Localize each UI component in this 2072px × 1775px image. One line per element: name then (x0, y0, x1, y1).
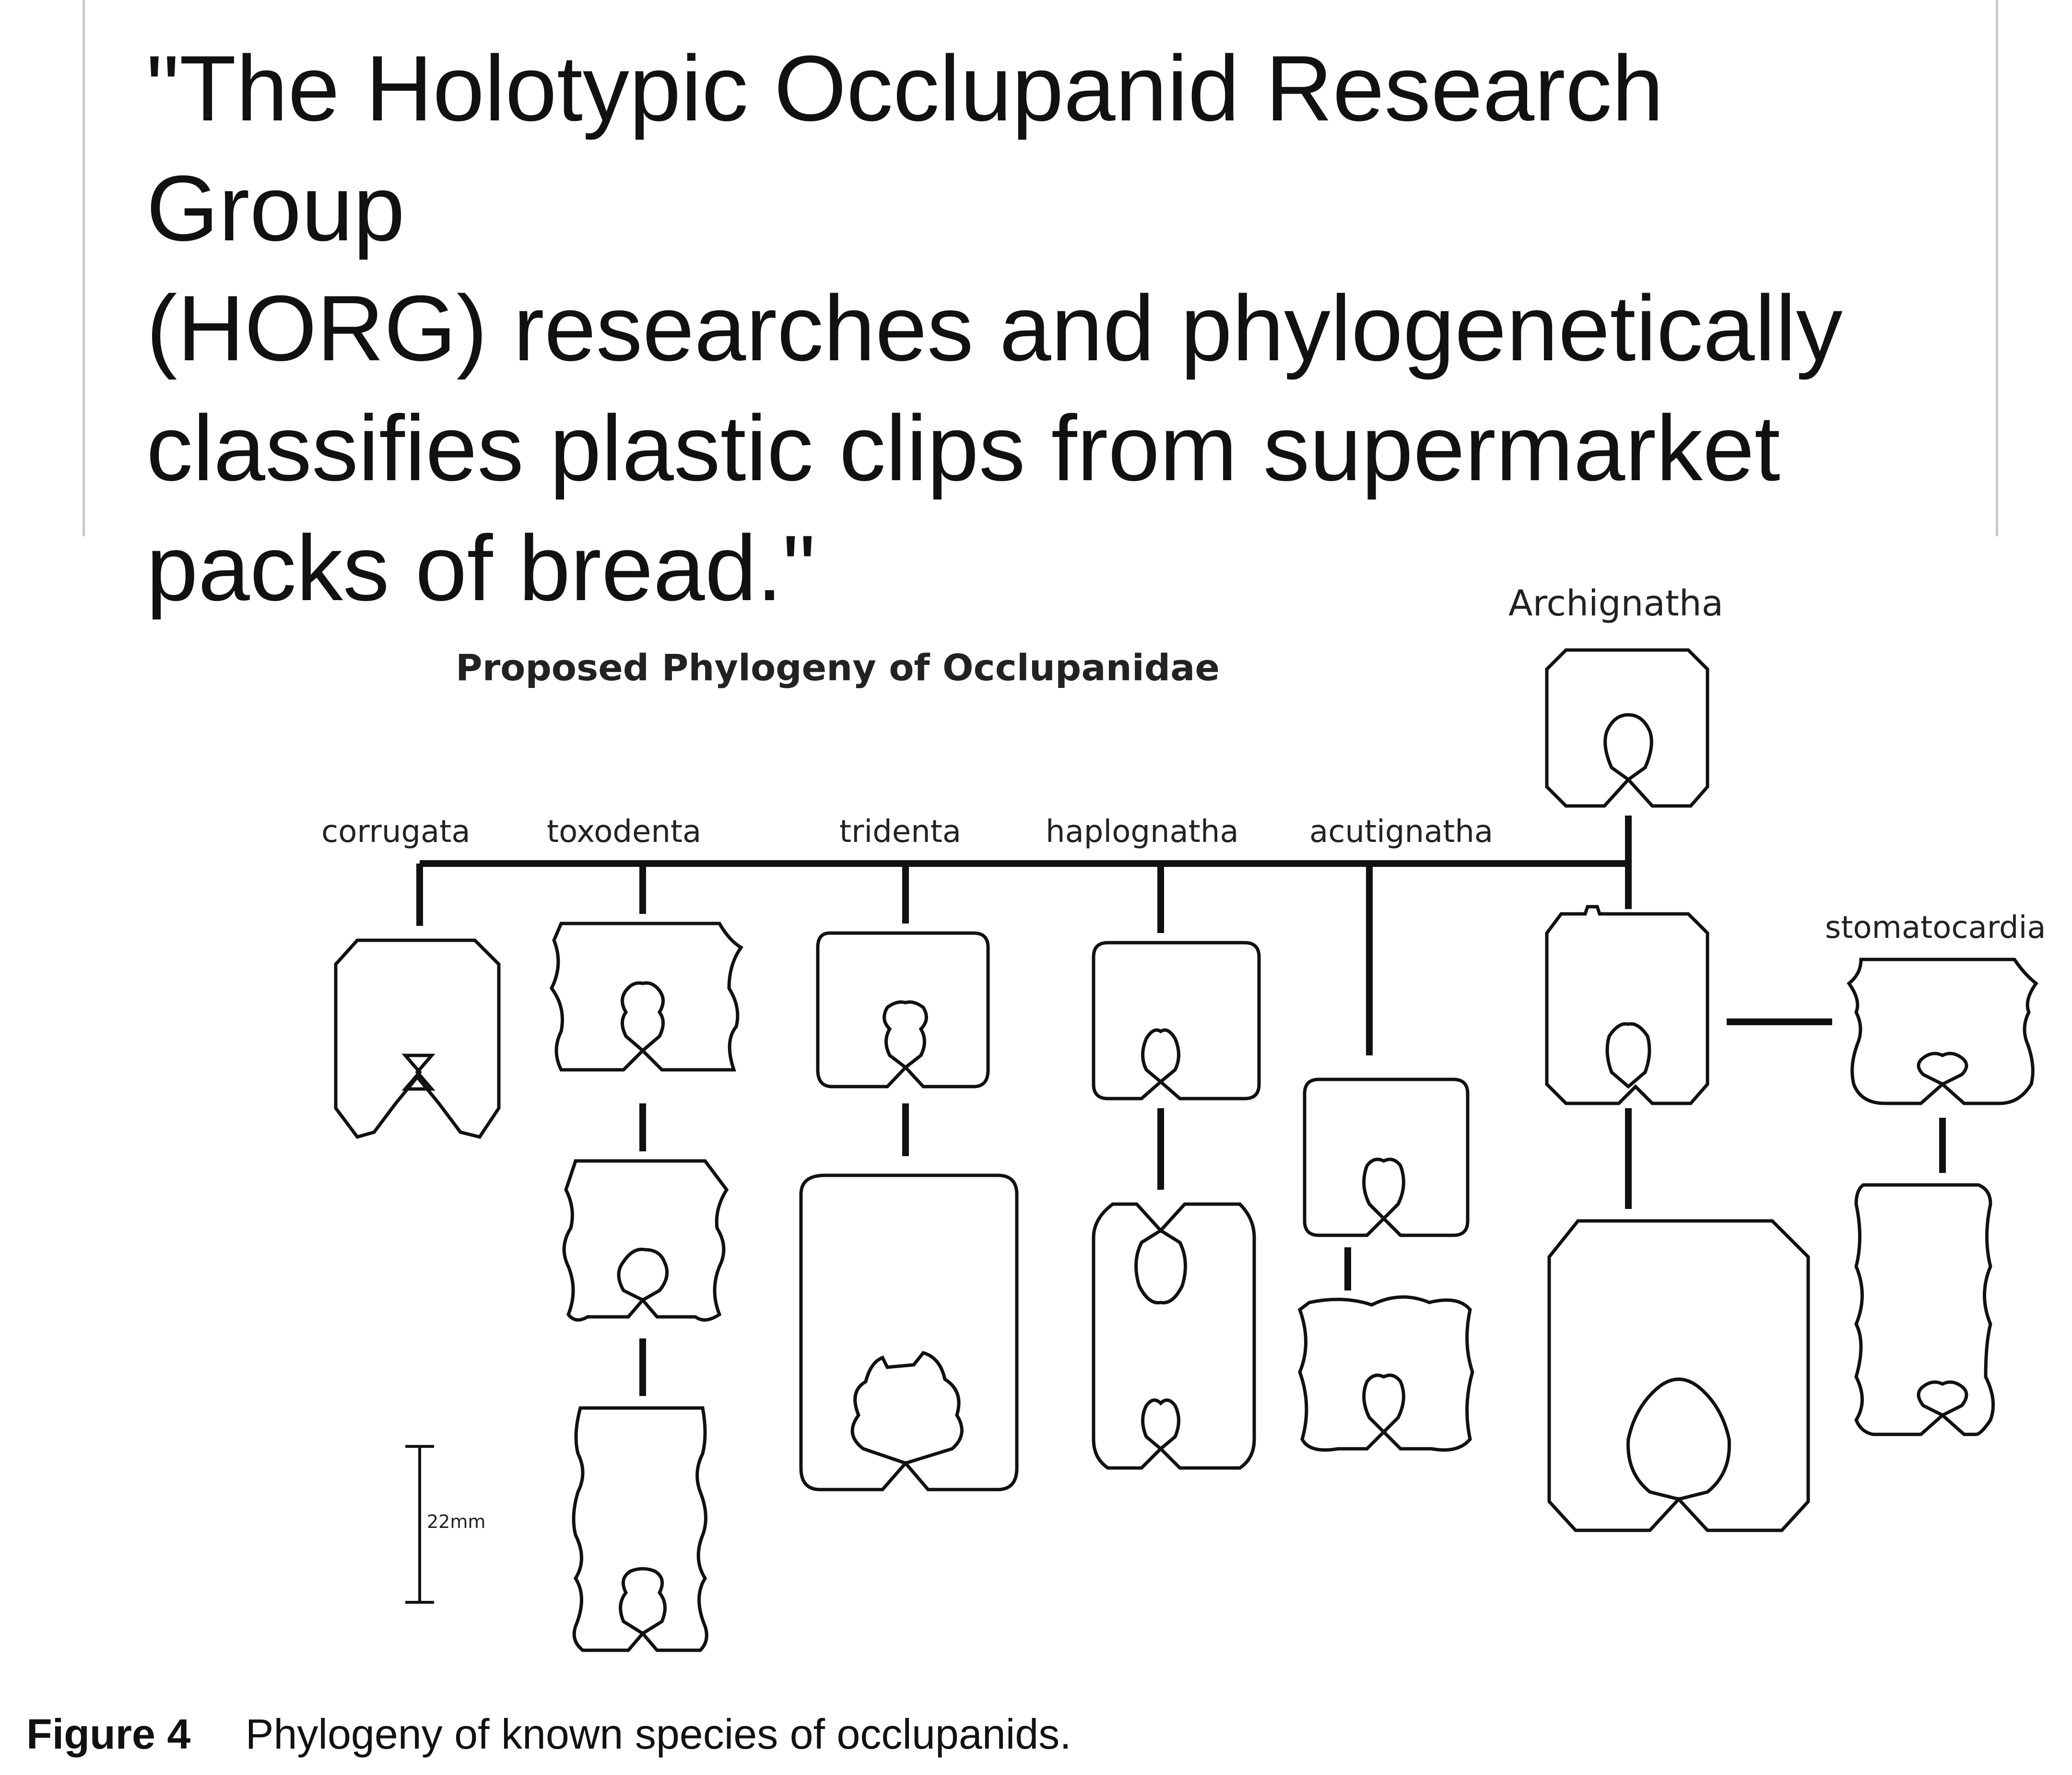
taxon-label-toxodenta: toxodenta (547, 814, 701, 850)
quote-box (82, 0, 1998, 536)
clip-tridenta-1 (816, 931, 990, 1089)
scale-bar-label: 22mm (427, 1511, 485, 1532)
taxon-label-tridenta: tridenta (839, 814, 961, 850)
scale-bar (405, 1445, 434, 1604)
taxon-label-acutignatha: acutignatha (1309, 814, 1493, 850)
figure-title: Proposed Phylogeny of Occlupanidae (456, 646, 1220, 689)
clip-archignatha-2 (1545, 905, 1709, 1105)
clip-stomatocardia-1 (1847, 958, 2038, 1105)
clip-archignatha (1545, 648, 1709, 808)
clip-archignatha-3 (1547, 1219, 1810, 1532)
clip-toxodenta-1 (549, 922, 744, 1072)
taxon-label-corrugata: corrugata (321, 814, 471, 850)
tree-branches (416, 816, 1946, 1396)
figure-caption-text: Phylogeny of known species of occlupanid… (245, 1710, 1071, 1758)
quote-line: packs of bread." (146, 516, 816, 620)
clip-haplognatha-1 (1092, 941, 1261, 1100)
clip-acutignatha-2 (1297, 1295, 1474, 1452)
figure-caption: Figure 4 Phylogeny of known species of o… (26, 1708, 1071, 1761)
clip-corrugata (334, 938, 501, 1139)
figure-number: Figure 4 (26, 1710, 191, 1758)
clip-toxodenta-3 (572, 1406, 708, 1652)
taxon-label-stomatocardia: stomatocardia (1825, 910, 2046, 946)
quote-line: classifies plastic clips from supermarke… (146, 396, 1780, 500)
quote-text: "The Holotypic Occlupanid Research Group… (146, 29, 1945, 628)
quote-line: (HORG) researches and phylogenetically (146, 276, 1843, 380)
clip-toxodenta-2 (562, 1159, 729, 1322)
taxon-label-haplognatha: haplognatha (1046, 814, 1239, 850)
taxon-label-archignatha: Archignatha (1508, 583, 1723, 624)
clip-stomatocardia-2 (1854, 1183, 1995, 1436)
clip-haplognatha-2 (1092, 1202, 1256, 1470)
clip-tridenta-2 (799, 1173, 1019, 1491)
quote-line: "The Holotypic Occlupanid Research Group (146, 36, 1664, 260)
clip-acutignatha-1 (1303, 1077, 1470, 1237)
